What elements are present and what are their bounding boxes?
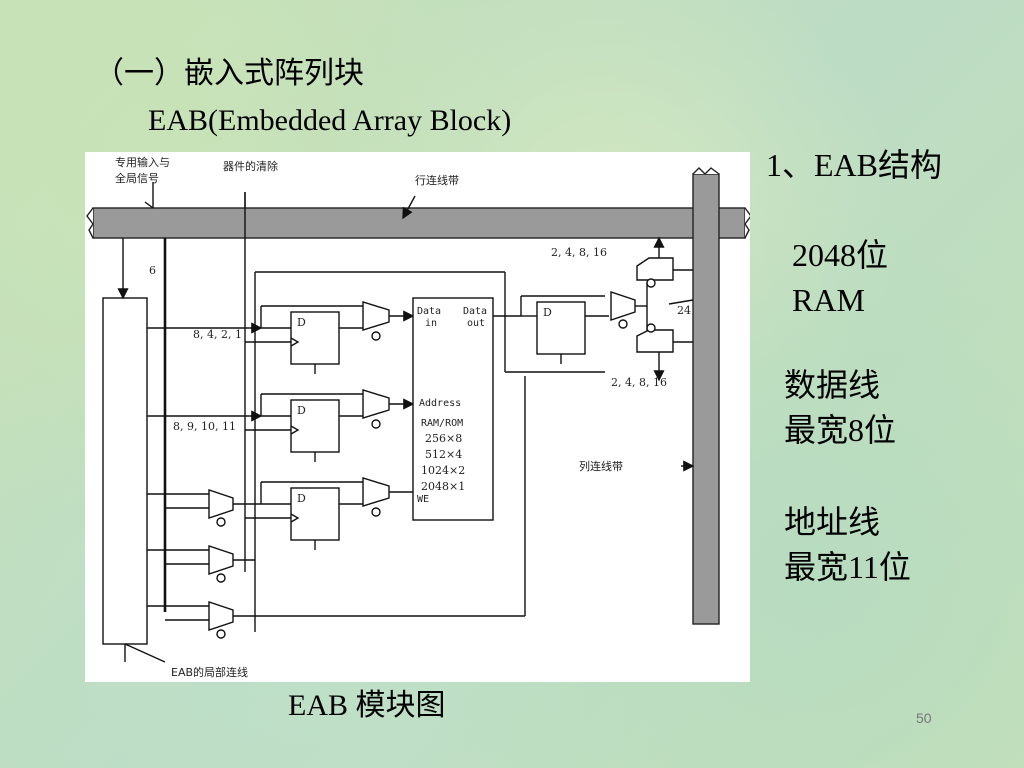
- note-ram-size: 2048位 RAM: [792, 233, 888, 323]
- label-output-width-top: 2, 4, 8, 16: [551, 246, 607, 259]
- ram-rom-block: [412, 297, 494, 521]
- label-address-width: 8, 9, 10, 11: [173, 420, 236, 433]
- note-data-lines: 数据线 最宽8位: [784, 363, 896, 453]
- note-ram-size-line1: 2048位: [792, 237, 889, 273]
- note-address-lines: 地址线 最宽11位: [784, 500, 911, 590]
- ram-data-in-2: in: [425, 318, 437, 329]
- label-device-clear: 器件的清除: [223, 159, 278, 173]
- eab-local-interconnect: [102, 297, 148, 645]
- label-local-interconnect: EAB的局部连线: [171, 665, 248, 679]
- slide-heading: （一）嵌入式阵列块: [94, 56, 364, 91]
- label-dedicated-line2: 全局信号: [115, 171, 159, 185]
- section-title: 1、EAB结构: [766, 147, 943, 183]
- ram-data-in-1: Data: [417, 306, 441, 317]
- row-interconnect-band: [92, 207, 746, 239]
- ff-label-1: D: [297, 316, 306, 329]
- label-data-width: 8, 4, 2, 1: [193, 328, 242, 341]
- note-data-lines-line2: 最宽8位: [784, 412, 897, 448]
- ram-data-out-1: Data: [463, 306, 487, 317]
- note-ram-size-line2: RAM: [792, 282, 865, 318]
- note-address-lines-line1: 地址线: [784, 504, 881, 540]
- ram-config-2: 512×4: [425, 448, 462, 461]
- ff-label-out: D: [543, 306, 552, 319]
- label-output-width-bottom: 2, 4, 8, 16: [611, 376, 667, 389]
- slide-subtitle: EAB(Embedded Array Block): [148, 104, 512, 137]
- ram-config-4: 2048×1: [421, 480, 465, 493]
- ff-label-2: D: [297, 404, 306, 417]
- label-bus-24: 24: [677, 304, 691, 317]
- column-interconnect-band: [692, 173, 720, 625]
- page-number: 50: [916, 710, 932, 726]
- eab-block-diagram: 专用输入与 全局信号 器件的清除 行连线带 列连线带 EAB的局部连线 6 24…: [85, 152, 750, 682]
- ram-config-1: 256×8: [425, 432, 462, 445]
- note-address-lines-line2: 最宽11位: [784, 549, 911, 585]
- ram-title: RAM/ROM: [421, 418, 463, 429]
- label-row-interconnect: 行连线带: [415, 173, 459, 187]
- label-column-interconnect: 列连线带: [579, 459, 623, 473]
- ram-we: WE: [417, 494, 429, 505]
- ram-data-out-2: out: [467, 318, 485, 329]
- ram-address: Address: [419, 398, 461, 409]
- note-data-lines-line1: 数据线: [784, 367, 881, 403]
- ram-config-3: 1024×2: [421, 464, 465, 477]
- ff-label-3: D: [297, 492, 306, 505]
- figure-caption: EAB 模块图: [288, 689, 446, 722]
- label-dedicated-line1: 专用输入与: [115, 155, 170, 169]
- label-bus-6: 6: [149, 264, 156, 277]
